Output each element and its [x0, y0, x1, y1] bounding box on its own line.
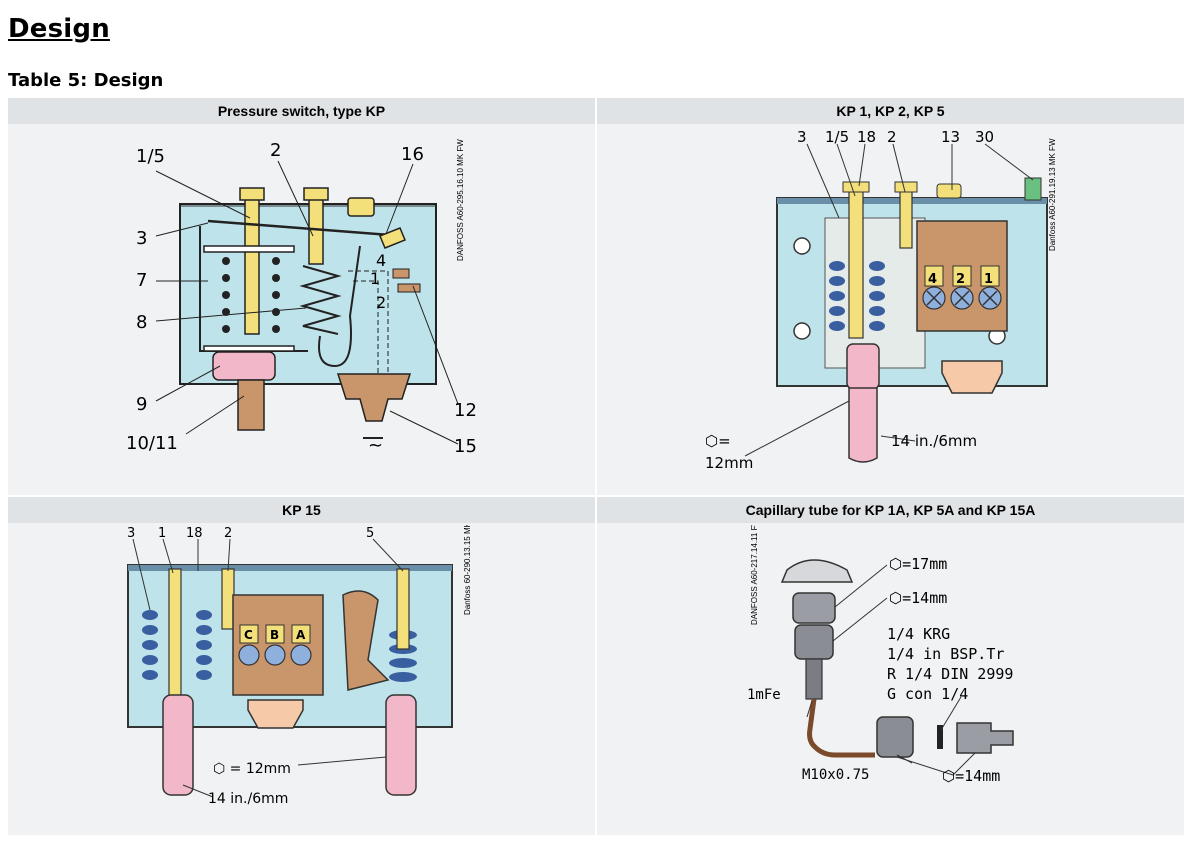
drawing-stamp: Danfoss A60-291.19.13 MK FW: [1048, 138, 1057, 251]
panel-kp15: KP 15 C B: [8, 497, 595, 835]
capillary-tube-drawing: ⬡=17mm ⬡=14mm 1/4 KRG 1/4 in BSP.Tr R 1/…: [747, 525, 1014, 785]
hex-size: ⬡ = 12mm: [213, 761, 291, 777]
terminal-a: A: [296, 628, 306, 642]
label-3: 3: [127, 526, 135, 541]
label-2-inner: 2: [376, 293, 386, 312]
label-16: 16: [401, 144, 424, 165]
label-10-11: 10/11: [126, 433, 178, 454]
label-1-5: 1/5: [136, 146, 165, 167]
label-12: 12: [454, 400, 477, 421]
page-heading: Design: [8, 14, 110, 44]
label-8: 8: [136, 312, 147, 333]
tube-length: 1mFe: [747, 687, 781, 703]
bellows-shape: [212, 351, 276, 381]
terminal-2: 2: [956, 272, 965, 287]
panel-figure: 4 2 1 3: [597, 126, 1184, 495]
label-13: 13: [941, 128, 960, 146]
label-1: 1: [158, 526, 166, 541]
panel-title: KP 1, KP 2, KP 5: [597, 98, 1184, 124]
terminal-1: 1: [984, 272, 993, 287]
label-2: 2: [224, 526, 232, 541]
panel-title: KP 15: [8, 497, 595, 523]
label-15: 15: [454, 436, 477, 457]
hex-size-value: 12mm: [705, 454, 753, 472]
thread-size: 14 in./6mm: [208, 791, 288, 807]
label-18: 18: [857, 128, 876, 146]
drawing-stamp: DANFOSS A60-295.16.10 MK FW: [456, 139, 465, 261]
kp15-section-drawing: C B A: [127, 525, 472, 807]
label-3: 3: [797, 128, 807, 146]
label-30: 30: [975, 128, 994, 146]
terminal-c: C: [244, 628, 253, 642]
bellows-right-shape: [385, 694, 417, 796]
panel-figure: ⬡=17mm ⬡=14mm 1/4 KRG 1/4 in BSP.Tr R 1/…: [597, 525, 1184, 835]
panel-figure: C B A: [8, 525, 595, 835]
drawing-stamp: DANFOSS A60-217.14.11 FW: [750, 525, 759, 625]
label-2-top: 2: [270, 140, 281, 161]
table-title: Table 5: Design: [8, 70, 164, 91]
label-9: 9: [136, 394, 147, 415]
hex-size-prefix: ⬡=: [705, 432, 731, 450]
drawing-stamp: Danfoss 60-290.13.15 MK: [463, 525, 472, 615]
panel-capillary-tube: Capillary tube for KP 1A, KP 5A and KP 1…: [597, 497, 1184, 835]
thread-spec-3: R 1/4 DIN 2999: [887, 665, 1013, 683]
main-spindle-shape: [848, 187, 864, 339]
hex-14mm-top: ⬡=14mm: [889, 589, 947, 607]
hex-14mm-bottom: ⬡=14mm: [942, 767, 1000, 785]
thread-size: 14 in./6mm: [891, 432, 977, 450]
label-1-inner: 1: [370, 269, 380, 288]
terminal-4: 4: [928, 272, 937, 287]
thread-spec-1: 1/4 KRG: [887, 625, 950, 643]
terminal-b: B: [270, 628, 279, 642]
bellows-shape: [846, 343, 880, 390]
thread-m10: M10x0.75: [802, 767, 869, 783]
kp1-section-drawing: 4 2 1 3: [705, 128, 1057, 472]
label-18: 18: [186, 526, 203, 541]
panel-kp-general: Pressure switch, type KP: [8, 98, 595, 495]
kp-section-drawing: ~ 1/5 2 16 3: [126, 139, 477, 457]
thread-spec-2: 1/4 in BSP.Tr: [887, 645, 1004, 663]
thread-spec-4: G con 1/4: [887, 685, 968, 703]
hex-17mm: ⬡=17mm: [889, 555, 947, 573]
label-5: 5: [366, 526, 374, 541]
nut-14mm-shape: [794, 624, 834, 660]
panel-kp1-kp2-kp5: KP 1, KP 2, KP 5: [597, 98, 1184, 495]
panel-figure: ~ 1/5 2 16 3: [8, 126, 595, 495]
bellows-left-shape: [162, 694, 194, 796]
panel-title: Capillary tube for KP 1A, KP 5A and KP 1…: [597, 497, 1184, 523]
panel-title: Pressure switch, type KP: [8, 98, 595, 124]
label-7: 7: [136, 270, 147, 291]
label-3: 3: [136, 228, 147, 249]
nut-17mm-shape: [792, 592, 836, 624]
label-1-5: 1/5: [825, 128, 849, 146]
label-4: 4: [376, 251, 386, 270]
label-2: 2: [887, 128, 897, 146]
design-table: Pressure switch, type KP: [8, 98, 1184, 835]
svg-text:~: ~: [368, 435, 383, 456]
